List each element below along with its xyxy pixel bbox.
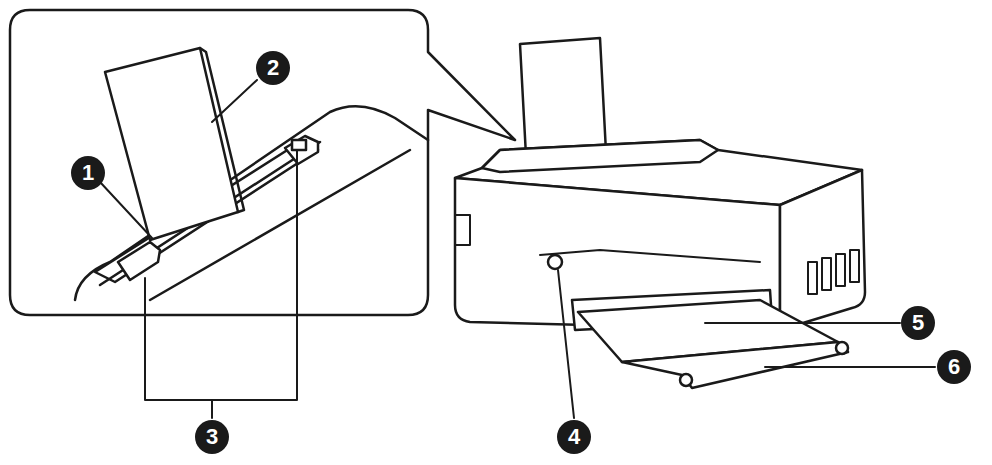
callout-number-text: 6 — [948, 356, 960, 378]
edge-guide-right — [285, 136, 318, 164]
callout-number-text: 3 — [206, 426, 218, 448]
tray-stopper — [680, 374, 692, 386]
side-recess — [455, 215, 470, 245]
callout-number-text: 1 — [82, 162, 94, 184]
paper-support — [105, 48, 238, 240]
printer-feeder — [482, 140, 718, 172]
printer-tank — [780, 170, 865, 330]
callout-number: 5 — [901, 306, 935, 340]
bracket — [145, 150, 297, 400]
callout-number-text: 2 — [267, 57, 279, 79]
paper-support-edge — [200, 48, 244, 212]
power-button — [548, 255, 562, 269]
output-tray-extension — [622, 342, 848, 388]
ink-window — [808, 262, 817, 294]
callout-number: 1 — [71, 156, 105, 190]
callout-number-text: 5 — [912, 312, 924, 334]
edge-guide-grip — [292, 140, 306, 150]
callout-number: 4 — [557, 420, 591, 454]
callout-number: 3 — [195, 420, 229, 454]
ink-window — [850, 250, 859, 282]
ink-window — [822, 258, 831, 290]
tray-stopper — [836, 342, 848, 354]
callout-number-text: 4 — [568, 426, 580, 448]
callout-number: 2 — [256, 51, 290, 85]
edge-guide-left — [118, 242, 160, 280]
inset-frame — [10, 10, 515, 315]
leader-line — [100, 182, 152, 238]
leader-line — [705, 322, 900, 324]
callout-number: 6 — [937, 350, 971, 384]
leader-line — [765, 366, 935, 368]
panel-line — [540, 250, 760, 262]
leader-line — [558, 270, 574, 418]
printer-paper-support — [520, 38, 606, 156]
leader-line — [211, 400, 213, 418]
leader-line — [212, 80, 257, 122]
ink-window — [836, 254, 845, 286]
